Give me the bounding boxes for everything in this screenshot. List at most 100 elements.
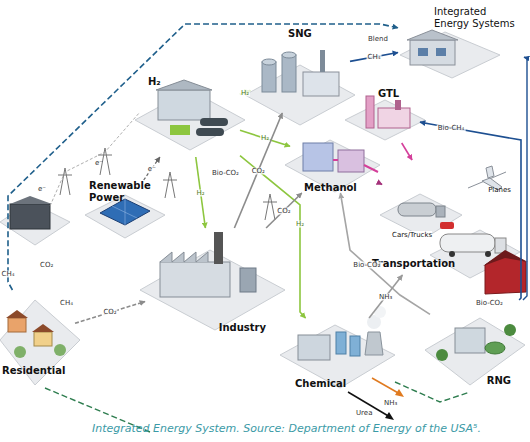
arrow-head (385, 412, 394, 420)
tree (54, 344, 66, 356)
flow-connector (8, 24, 398, 290)
output-arrow (348, 392, 390, 417)
flow-label: H₂ (260, 135, 270, 142)
wheel (485, 251, 491, 257)
flow-label: Bio-CH₄ (437, 124, 466, 131)
facility-node: RNG (430, 300, 525, 390)
building (10, 204, 50, 229)
facility-node: GTL (350, 88, 420, 143)
flow-connector (350, 53, 398, 62)
pipe (333, 160, 378, 172)
chimney (214, 232, 223, 264)
flow-connector (420, 122, 521, 300)
tank (240, 268, 256, 292)
platform (135, 90, 245, 150)
tank (350, 336, 360, 356)
flow-connector (266, 193, 302, 228)
solar-panel (100, 199, 150, 225)
roof (10, 196, 52, 204)
flow-label: NH₃ (378, 293, 393, 300)
car (440, 222, 454, 229)
flow-connector (75, 302, 145, 324)
platform (285, 140, 380, 192)
tanker (440, 234, 495, 252)
tanker (398, 203, 436, 216)
flow-label: CO₂ (276, 207, 291, 214)
flow-label: H₂ (240, 89, 250, 96)
flow-note: CH₄ (60, 300, 73, 307)
flow-note: NH₃ (384, 400, 397, 407)
building (338, 150, 364, 172)
output-arrow (372, 378, 400, 394)
factory-roof (160, 252, 208, 262)
facility-node: H₂ (140, 72, 240, 157)
flow-note: Blend (368, 36, 388, 43)
flow-connector (240, 156, 306, 318)
flow-note: Bio-CO₂ (476, 300, 503, 307)
gas-tank (282, 55, 296, 92)
platform (0, 202, 70, 245)
gas-tank (262, 62, 276, 92)
platform (140, 250, 285, 330)
pylon (163, 172, 177, 198)
gas-tank (262, 59, 276, 65)
h2-tank (200, 118, 228, 126)
building (158, 90, 210, 120)
electrolyser (170, 125, 190, 135)
facility-label: Methanol (304, 182, 357, 194)
tree (504, 324, 516, 336)
platform (0, 300, 80, 385)
cooling-tower (365, 332, 383, 355)
facility-node: TransportationPlanesCars/Trucks (382, 160, 512, 275)
platform (425, 318, 525, 385)
building (298, 335, 330, 360)
flow-connector (369, 275, 402, 318)
flow-connector (340, 193, 430, 314)
wheel (449, 251, 455, 257)
flow-connector (380, 183, 382, 184)
flow-note: CO₂ (40, 262, 53, 269)
flow-connector (402, 143, 412, 160)
flow-label: CO₂ (251, 167, 266, 174)
roof (407, 30, 458, 40)
building (303, 143, 333, 171)
steam (374, 306, 386, 318)
facility-node: SNG (250, 28, 350, 113)
flow-connector (240, 91, 250, 95)
building (410, 40, 455, 65)
arrow-head (395, 389, 404, 397)
facility-label: Planes (488, 186, 511, 194)
flow-label: CH₄ (1, 271, 16, 278)
flow-label: H₂ (295, 220, 305, 227)
flow-note: Bio-CO₂ (212, 170, 239, 177)
facility-node: Renewable Power (85, 180, 160, 240)
facility-label: Chemical (295, 378, 346, 390)
factory (160, 262, 230, 297)
house-roof (6, 310, 28, 318)
facility-label: Cars/Trucks (392, 231, 432, 239)
panel-grid (112, 199, 137, 225)
building (455, 328, 485, 353)
facility-label: H₂ (148, 76, 161, 88)
house (8, 318, 26, 332)
facility-node: Planes (455, 162, 511, 194)
barn-roof (483, 250, 528, 266)
tree (14, 346, 26, 358)
facility-node: Methanol (290, 128, 380, 193)
facility-label: Transportation (372, 258, 455, 270)
building (378, 108, 410, 128)
truck-cab (436, 206, 445, 217)
plane-wing (486, 166, 494, 178)
flow-connector (234, 113, 282, 228)
flow-label: Bio-CO₂ (352, 262, 381, 269)
facility-label: RNG (487, 375, 511, 387)
flow-label: e⁻ (147, 165, 157, 172)
flow-note: e⁻ (38, 186, 46, 193)
platform (280, 325, 395, 388)
pylon (263, 194, 277, 220)
facility-node: Industry (145, 228, 280, 333)
